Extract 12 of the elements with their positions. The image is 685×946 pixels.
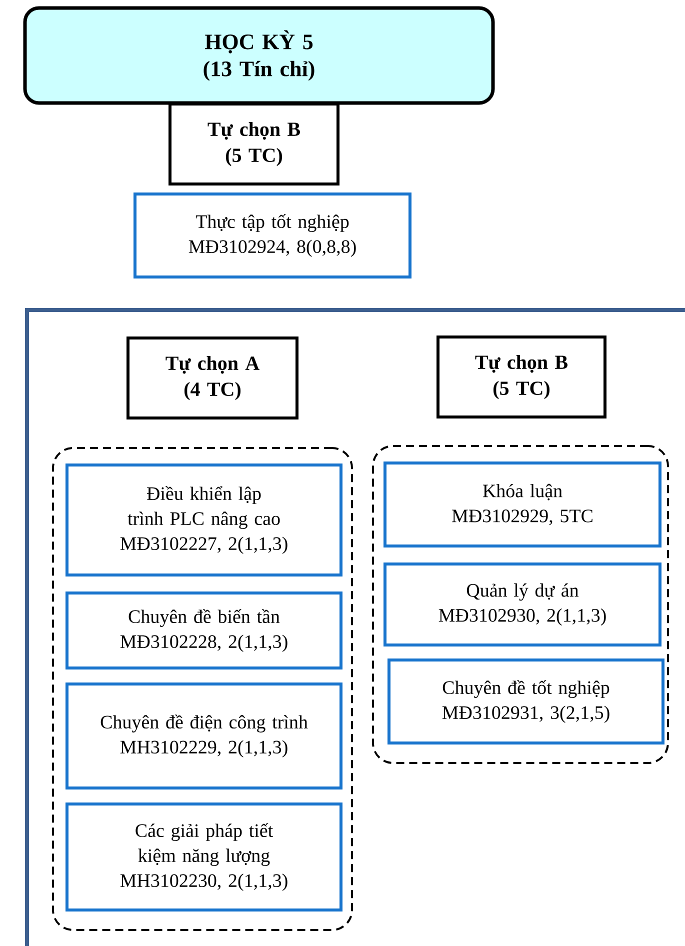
course-box: Quản lý dự án MĐ3102930, 2(1,1,3) bbox=[384, 562, 662, 646]
course-box: Các giải pháp tiết kiệm năng lượng MH3102230, 2(1,1,3) bbox=[66, 802, 342, 912]
group-header-box: Tự chọn B (5 TC) bbox=[168, 102, 340, 186]
course-box: Khóa luận MĐ3102929, 5TC bbox=[384, 462, 662, 548]
course-box: Điều khiển lập trình PLC nâng cao MĐ3102227, 2(1,1,3) bbox=[66, 464, 342, 576]
course-box: Thực tập tốt nghiệp MĐ3102924, 8(0,8,8) bbox=[134, 192, 412, 278]
group-header-box: Tự chọn A (4 TC) bbox=[126, 336, 298, 420]
group-header-box: Tự chọn B (5 TC) bbox=[436, 336, 606, 418]
course-box: Chuyên đề tốt nghiệp MĐ3102931, 3(2,1,5) bbox=[388, 658, 664, 744]
semester-box: HỌC KỲ 5 (13 Tín chỉ) bbox=[23, 6, 495, 105]
course-box: Chuyên đề điện công trình MH3102229, 2(1,1,3) bbox=[66, 682, 342, 790]
course-box: Chuyên đề biến tần MĐ3102228, 2(1,1,3) bbox=[66, 592, 342, 670]
